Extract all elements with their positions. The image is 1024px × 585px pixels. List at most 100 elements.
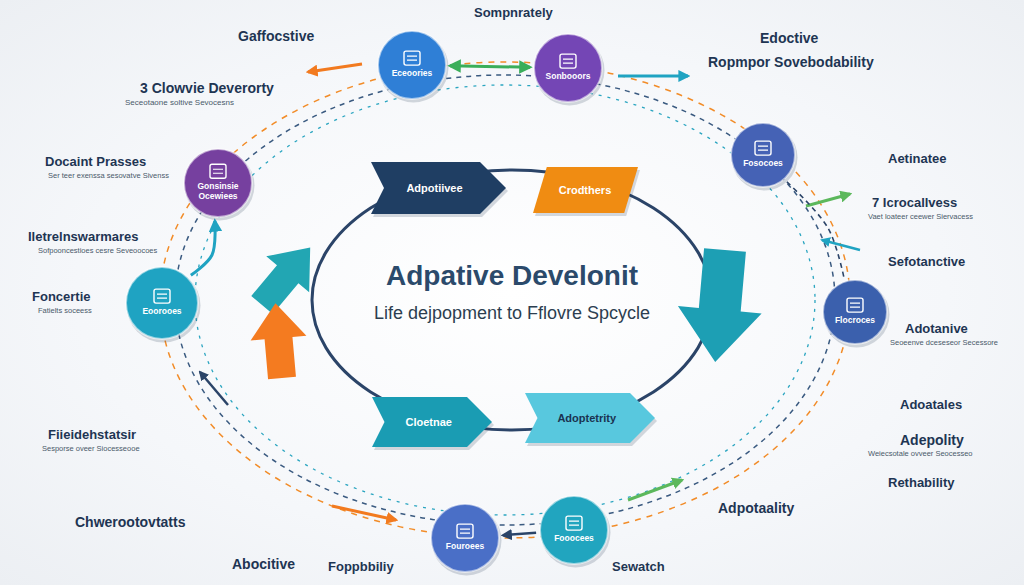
circle-fill <box>534 34 602 102</box>
diagram-caption: Life dejpopment to Fflovre Spcycle <box>374 303 650 324</box>
outer-label: Ropmpor Sovebodability <box>708 54 874 70</box>
outer-label: Docaint Prasses <box>45 155 146 170</box>
small-arrow <box>806 194 850 206</box>
outer-label: Adpotaality <box>718 500 794 516</box>
node-text-box: Flocroces <box>830 279 880 326</box>
node-label: Adoptetrity <box>557 412 616 424</box>
outer-note: Fatielts soceess <box>38 307 92 316</box>
outer-label: Chwerootovtatts <box>75 514 185 530</box>
node-label: Adpotiivee <box>406 182 462 194</box>
outer-note: Ser teer exenssa sesovatve Sivenss <box>48 172 169 181</box>
circle-fill <box>126 267 198 339</box>
step-circle: Flocroces <box>822 279 888 345</box>
stage-arrow: Cloetnae <box>372 397 492 447</box>
node-label: Sonbooors <box>541 72 595 82</box>
node-label: Cloetnae <box>406 416 452 428</box>
step-circle: Gonsinsie Ocewiees <box>183 148 253 218</box>
step-circle: Fouroees <box>430 503 500 573</box>
document-icon-lines <box>850 303 860 307</box>
outer-label: Gaffocstive <box>238 28 314 44</box>
node-text-box: Fouroees <box>438 503 492 552</box>
diagram-title: Adpative Develonit <box>386 260 638 292</box>
cycle-connector <box>503 533 536 535</box>
node-label: Fosocoes <box>738 159 788 169</box>
outer-label: Abocitive <box>232 556 295 572</box>
step-circle: Fooocees <box>539 495 609 565</box>
circle-fill <box>540 496 608 564</box>
node-label: Eceoories <box>385 69 439 79</box>
circle-outline <box>533 33 603 103</box>
arrow-fill <box>533 167 638 213</box>
node-text-box: Crodthers <box>554 167 615 213</box>
node-label: Fouroees <box>438 542 492 552</box>
outer-label: Rethability <box>888 476 954 491</box>
outer-label: Iletrelnswarmares <box>28 230 139 245</box>
big-arrow <box>248 301 310 381</box>
node-label: Gonsinsie Ocewiees <box>191 182 245 202</box>
small-arrow <box>332 506 396 520</box>
circle-outline <box>430 503 500 573</box>
step-circle: Eceoories <box>377 30 447 100</box>
document-icon <box>457 524 473 538</box>
big-arrow-shape <box>241 230 332 323</box>
big-arrow-shape <box>248 301 310 381</box>
outer-note: Seceotaone soltive Sevocesns <box>125 98 234 107</box>
cycle-connector <box>191 221 215 275</box>
circle-fill <box>431 504 499 572</box>
step-circle: Sonbooors <box>533 33 603 103</box>
stage-arrow: Crodthers <box>533 167 638 213</box>
node-text-box: Adpotiivee <box>394 162 476 214</box>
circle-outline <box>377 30 447 100</box>
document-icon <box>847 298 863 312</box>
outer-label: Aetinatee <box>888 152 947 167</box>
arrow-fill <box>371 162 506 214</box>
outer-note: Seoeenve dceseseor Secessore <box>890 339 998 348</box>
node-text-box: Eceoories <box>385 30 439 79</box>
document-icon-lines <box>563 59 573 63</box>
node-text-box: Fosocoes <box>738 122 788 169</box>
circle-fill <box>378 31 446 99</box>
outer-label: Foncertie <box>32 290 91 305</box>
dashed-ring <box>195 85 815 515</box>
document-icon-lines <box>157 294 167 298</box>
outer-label: Sewatch <box>612 560 665 575</box>
node-label: Eoorooes <box>133 307 191 317</box>
step-circle: Fosocoes <box>730 122 796 188</box>
outer-note: Sesporse oveer Siocesseooe <box>42 445 140 454</box>
cycle-ring <box>312 170 712 430</box>
circle-fill <box>731 123 795 187</box>
document-icon-lines <box>407 56 417 60</box>
document-icon <box>560 54 576 68</box>
outer-label: Fiieidehstatsir <box>48 428 136 443</box>
outer-label: Adepolity <box>900 432 964 448</box>
outer-label: Sefotanctive <box>888 255 965 270</box>
outer-label: 7 Icrocallvess <box>872 196 957 211</box>
outer-label: Edoctive <box>760 30 818 46</box>
circle-outline <box>822 279 888 345</box>
outer-label: Adoatales <box>900 398 962 413</box>
node-text-box: Cloetnae <box>395 397 464 447</box>
outer-note: Vaet loateer ceewer Siervacess <box>868 213 973 222</box>
document-icon-lines <box>460 529 470 533</box>
document-icon <box>154 289 170 303</box>
small-arrow <box>200 372 228 405</box>
arrow-fill <box>372 397 492 447</box>
small-arrow <box>308 64 362 72</box>
document-icon-lines <box>213 169 223 173</box>
arrow-fill <box>525 393 655 443</box>
small-arrow <box>618 75 688 78</box>
node-label: Fooocees <box>547 534 601 544</box>
stage-arrow: Adoptetrity <box>525 393 655 443</box>
outer-label: Adotanive <box>905 322 968 337</box>
circle-outline <box>730 122 796 188</box>
document-icon <box>210 164 226 178</box>
circle-outline <box>125 266 199 340</box>
dashed-ring <box>175 75 835 525</box>
cycle-connector <box>450 66 530 68</box>
node-text-box: Eoorooes <box>133 266 191 317</box>
step-circle: Eoorooes <box>125 266 199 340</box>
big-arrow <box>673 246 766 365</box>
node-text-box: Fooocees <box>547 495 601 544</box>
outer-label: Sompnrately <box>474 6 553 21</box>
